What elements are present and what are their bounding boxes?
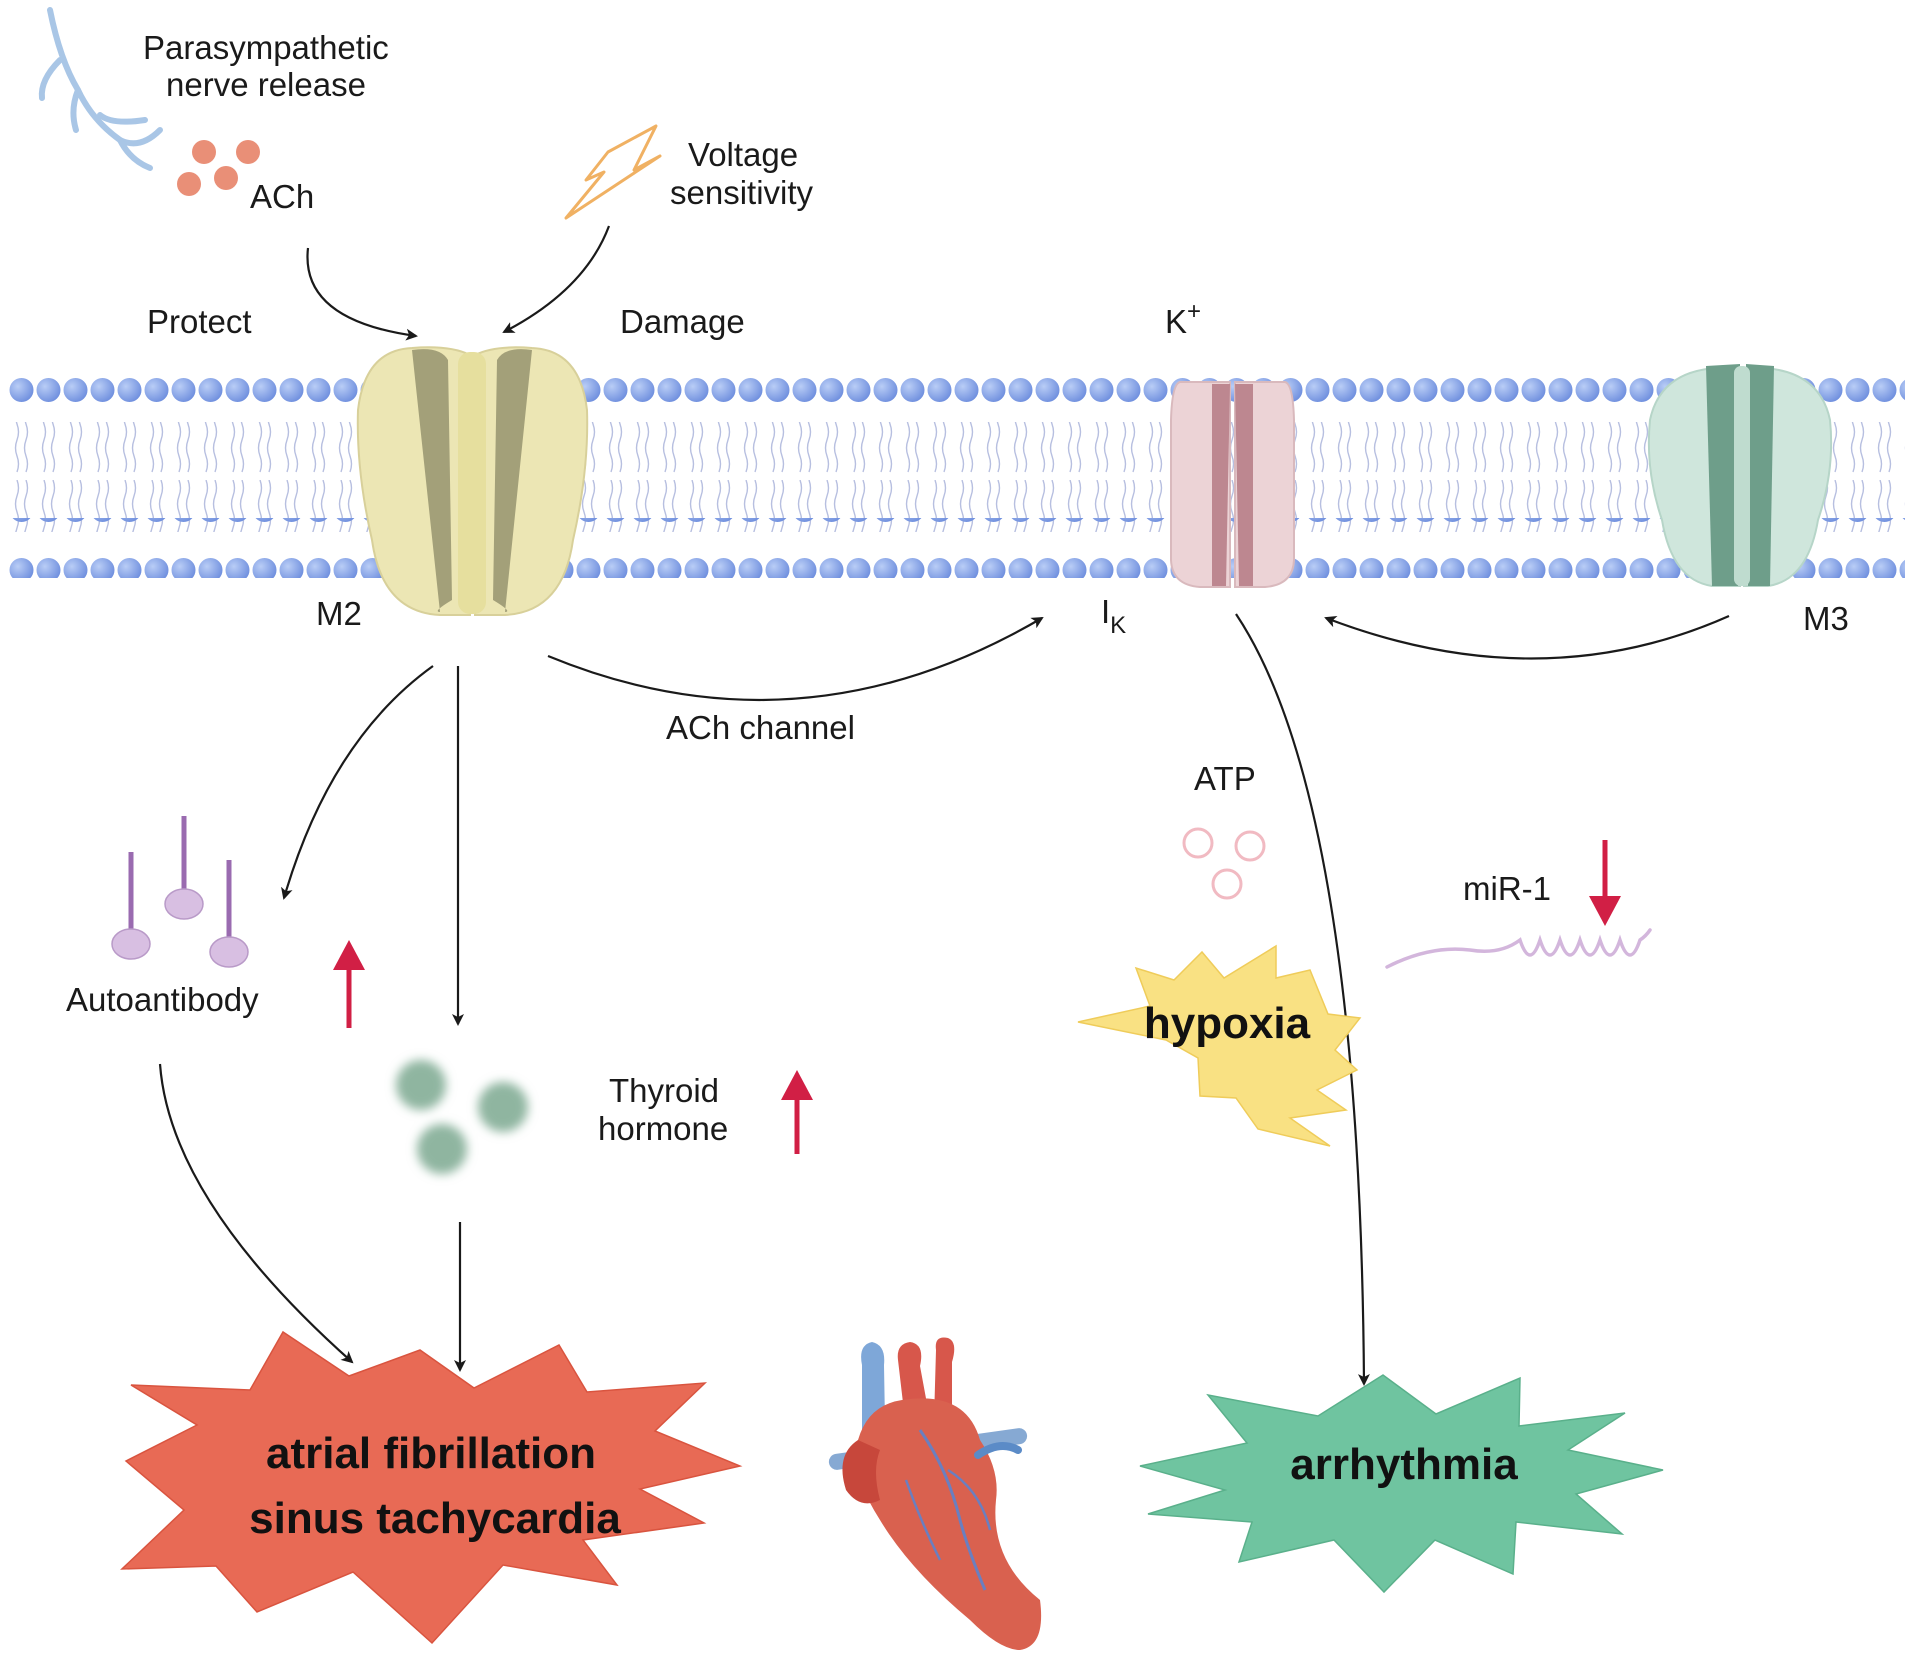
hypoxia-label: hypoxia — [1144, 999, 1311, 1048]
mir1-label: miR-1 — [1463, 870, 1551, 907]
ach-to-m2-arrow — [306, 247, 418, 341]
damage-label: Damage — [620, 303, 745, 340]
m2-to-autoantibody-arrow — [281, 665, 434, 900]
thyroid-label-line1: Thyroid — [609, 1072, 719, 1109]
voltage-label-line2: sensitivity — [670, 174, 814, 211]
atp-icon — [1182, 827, 1266, 900]
ach-channel-label: ACh channel — [666, 709, 855, 746]
autoantibody-label: Autoantibody — [66, 981, 259, 1018]
heart-icon — [828, 1337, 1042, 1650]
autoantibody-to-af-arrow — [158, 1063, 354, 1364]
hypoxia-burst — [1077, 944, 1362, 1147]
lightning-icon — [564, 124, 662, 220]
ik-label: IK — [1101, 593, 1126, 639]
lipid-bilayer — [8, 376, 1905, 578]
arrhythmia-label: arrhythmia — [1290, 1440, 1518, 1489]
thyroid-label-line2: hormone — [598, 1110, 728, 1147]
nerve-icon — [38, 7, 163, 171]
af-label-line2: sinus tachycardia — [249, 1494, 621, 1543]
mir1-decrease-arrow — [1589, 840, 1621, 926]
voltage-label-line1: Voltage — [688, 136, 798, 173]
m2-receptor-icon — [356, 346, 589, 616]
m2-label: M2 — [316, 595, 362, 632]
m3-to-ik-arrow — [1324, 614, 1730, 660]
voltage-to-m2-arrow — [502, 225, 611, 333]
thyroid-hormone-icon — [396, 1060, 528, 1174]
autoantibody-increase-arrow — [333, 940, 365, 1028]
atp-label: ATP — [1194, 760, 1256, 797]
arrhythmia-burst — [1139, 1374, 1664, 1594]
k-channel-icon — [1170, 381, 1295, 588]
k-plus-label: K+ — [1165, 298, 1201, 340]
parasympathetic-label-line2: nerve release — [166, 66, 366, 103]
autoantibody-icon — [111, 816, 249, 968]
m3-receptor-icon — [1647, 364, 1833, 587]
ach-molecules-icon — [177, 140, 260, 196]
mirna-strand-icon — [1385, 928, 1652, 969]
ik-to-arrhythmia-arrow — [1235, 613, 1370, 1386]
parasympathetic-label-line1: Parasympathetic — [143, 29, 389, 66]
af-burst — [120, 1330, 743, 1645]
m2-to-ik-arrow — [547, 616, 1044, 702]
m3-label: M3 — [1803, 600, 1849, 637]
protect-label: Protect — [147, 303, 252, 340]
af-label-line1: atrial fibrillation — [266, 1429, 596, 1478]
ach-label: ACh — [250, 178, 314, 215]
thyroid-increase-arrow — [781, 1070, 813, 1154]
